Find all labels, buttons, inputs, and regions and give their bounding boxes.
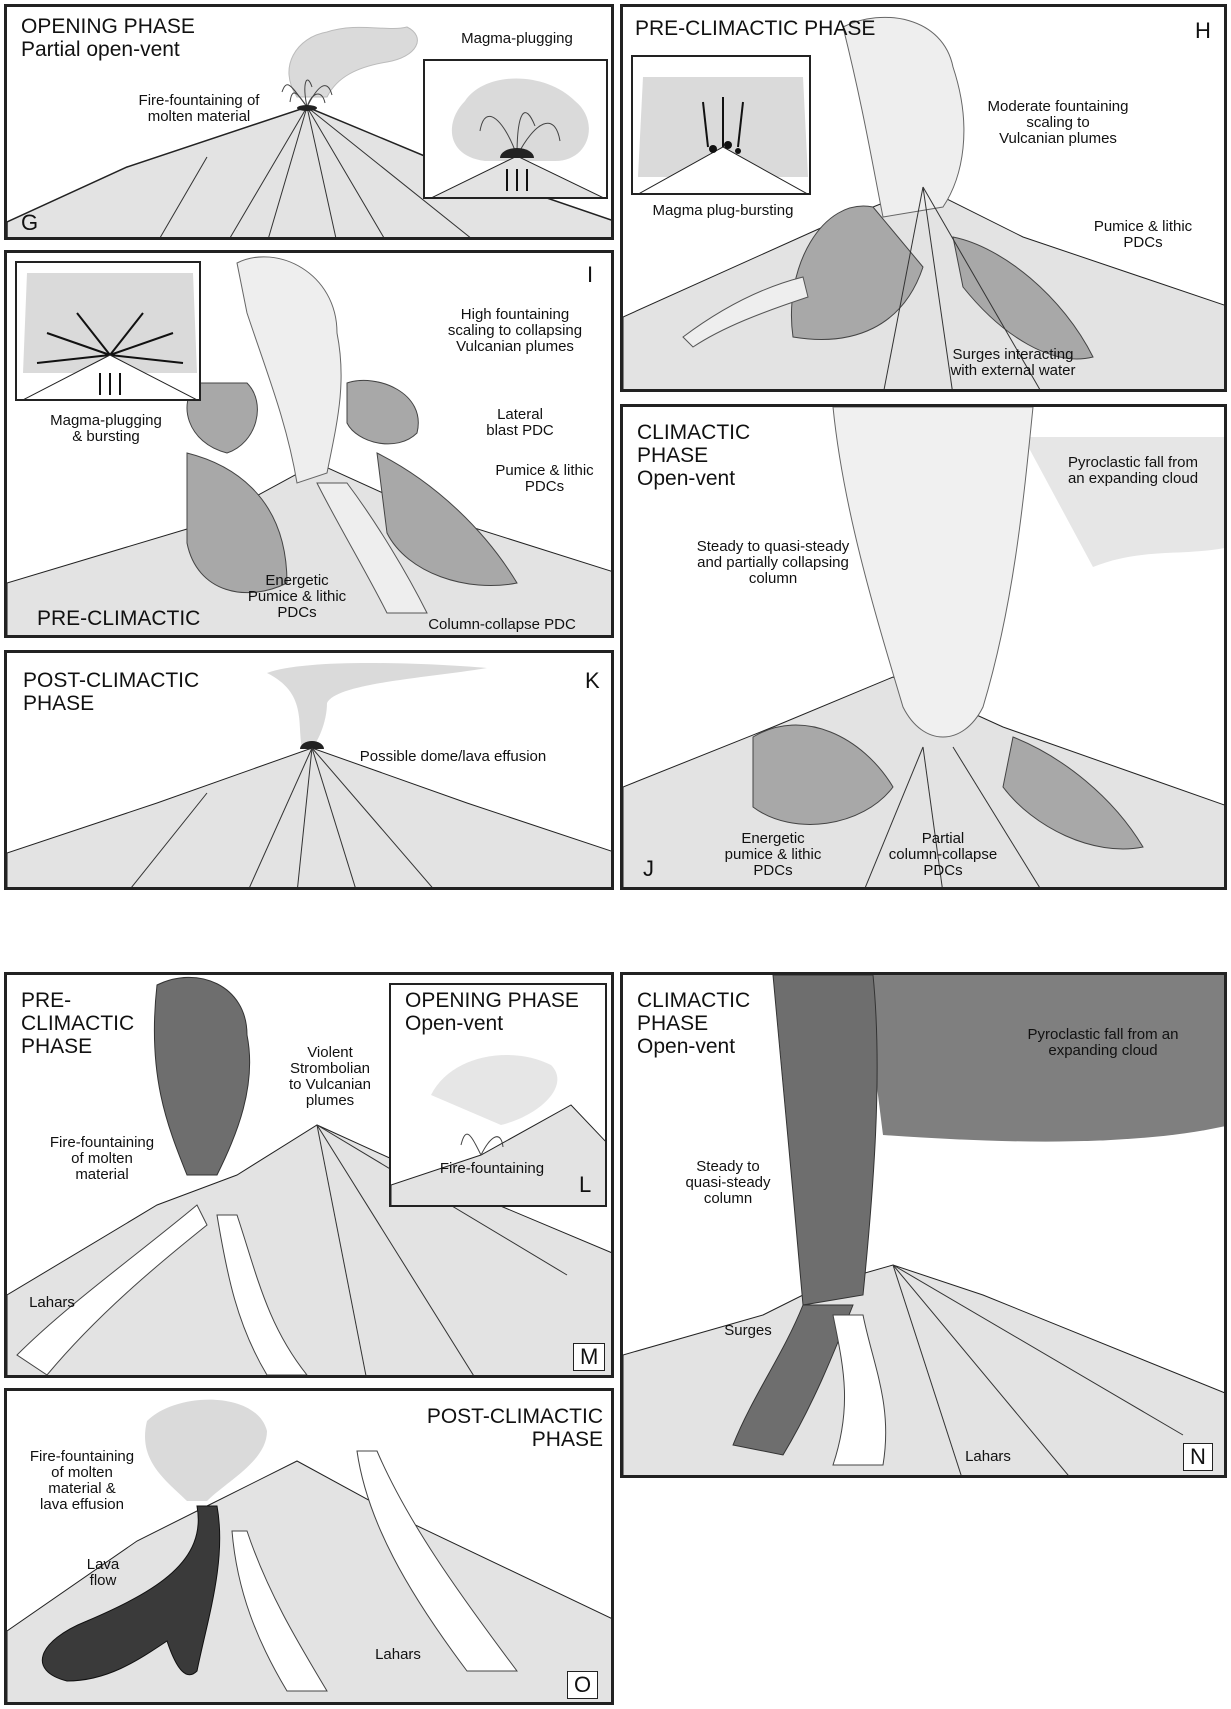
fire-fountaining-label: Fire-fountaining of molten material & la… bbox=[17, 1449, 147, 1513]
fire-fountaining-label: Fire-fountaining of molten material bbox=[37, 1135, 167, 1183]
panel-l-letter: L bbox=[579, 1173, 591, 1197]
magma-plugging-bursting-label: Magma-plugging & bursting bbox=[21, 413, 191, 445]
panel-i: I High fountaining scaling to collapsing… bbox=[4, 250, 614, 638]
column-collapse-label: Column-collapse PDC bbox=[407, 617, 597, 633]
moderate-fountaining-label: Moderate fountaining scaling to Vulcania… bbox=[963, 99, 1153, 147]
panel-k-title: POST-CLIMACTIC PHASE bbox=[23, 669, 199, 715]
panel-g: OPENING PHASE Partial open-vent Fire-fou… bbox=[4, 4, 614, 240]
pyroclastic-fall-label: Pyroclastic fall from an expanding cloud bbox=[1003, 1027, 1203, 1059]
lateral-blast-label: Lateral blast PDC bbox=[465, 407, 575, 439]
panel-l-title: OPENING PHASE Open-vent bbox=[405, 989, 579, 1035]
magma-plugging-label: Magma-plugging bbox=[427, 31, 607, 47]
lava-flow-label: Lava flow bbox=[73, 1557, 133, 1589]
magma-plugging-inset bbox=[423, 59, 608, 199]
panel-o-title: POST-CLIMACTIC PHASE bbox=[403, 1405, 603, 1451]
violent-strombolian-label: Violent Strombolian to Vulcanian plumes bbox=[275, 1045, 385, 1109]
pumice-lithic-label: Pumice & lithic PDCs bbox=[1068, 219, 1218, 251]
panel-j: CLIMACTIC PHASE Open-vent Pyroclastic fa… bbox=[620, 404, 1227, 890]
pyroclastic-fall-label: Pyroclastic fall from an expanding cloud bbox=[1043, 455, 1223, 487]
pumice-lithic-label: Pumice & lithic PDCs bbox=[477, 463, 612, 495]
panel-h-title: PRE-CLIMACTIC PHASE bbox=[635, 17, 875, 40]
panel-o-letter: O bbox=[567, 1671, 598, 1699]
dome-effusion-label: Possible dome/lava effusion bbox=[343, 749, 563, 765]
inset-fire-fountaining-label: Fire-fountaining bbox=[427, 1161, 557, 1177]
fire-fountaining-label: Fire-fountaining of molten material bbox=[119, 93, 279, 125]
lahars-label: Lahars bbox=[363, 1647, 433, 1663]
surges-label: Surges interacting with external water bbox=[923, 347, 1103, 379]
panel-o: POST-CLIMACTIC PHASE Fire-fountaining of… bbox=[4, 1388, 614, 1705]
lahars-label: Lahars bbox=[17, 1295, 87, 1311]
panel-j-title: CLIMACTIC PHASE Open-vent bbox=[637, 421, 750, 490]
energetic-pdc-label: Energetic Pumice & lithic PDCs bbox=[227, 573, 367, 621]
panel-h: PRE-CLIMACTIC PHASE H Moderate fountaini… bbox=[620, 4, 1227, 392]
steady-column-label: Steady to quasi-steady column bbox=[663, 1159, 793, 1207]
plug-bursting-inset bbox=[631, 55, 811, 195]
panel-i-title: PRE-CLIMACTIC bbox=[37, 607, 200, 630]
panel-m: OPENING PHASE Open-vent Fire-fountaining… bbox=[4, 972, 614, 1378]
panel-g-letter: G bbox=[21, 211, 38, 235]
panel-k: POST-CLIMACTIC PHASE K Possible dome/lav… bbox=[4, 650, 614, 890]
steady-column-label: Steady to quasi-steady and partially col… bbox=[673, 539, 873, 587]
panel-m-title: PRE- CLIMACTIC PHASE bbox=[21, 989, 134, 1058]
plug-bursting-label: Magma plug-bursting bbox=[633, 203, 813, 219]
energetic-pdc-label: Energetic pumice & lithic PDCs bbox=[703, 831, 843, 879]
plugging-bursting-inset bbox=[15, 261, 201, 401]
partial-collapse-label: Partial column-collapse PDCs bbox=[873, 831, 1013, 879]
panel-j-letter: J bbox=[643, 857, 654, 881]
panel-i-letter: I bbox=[587, 263, 593, 287]
panel-h-letter: H bbox=[1195, 19, 1211, 43]
high-fountaining-label: High fountaining scaling to collapsing V… bbox=[425, 307, 605, 355]
surges-label: Surges bbox=[713, 1323, 783, 1339]
panel-k-letter: K bbox=[585, 669, 600, 693]
panel-g-title: OPENING PHASE Partial open-vent bbox=[21, 15, 195, 61]
panel-m-letter: M bbox=[573, 1343, 605, 1371]
panel-n: CLIMACTIC PHASE Open-vent Pyroclastic fa… bbox=[620, 972, 1227, 1478]
lahars-label: Lahars bbox=[953, 1449, 1023, 1465]
panel-n-title: CLIMACTIC PHASE Open-vent bbox=[637, 989, 750, 1058]
panel-n-letter: N bbox=[1183, 1443, 1213, 1471]
